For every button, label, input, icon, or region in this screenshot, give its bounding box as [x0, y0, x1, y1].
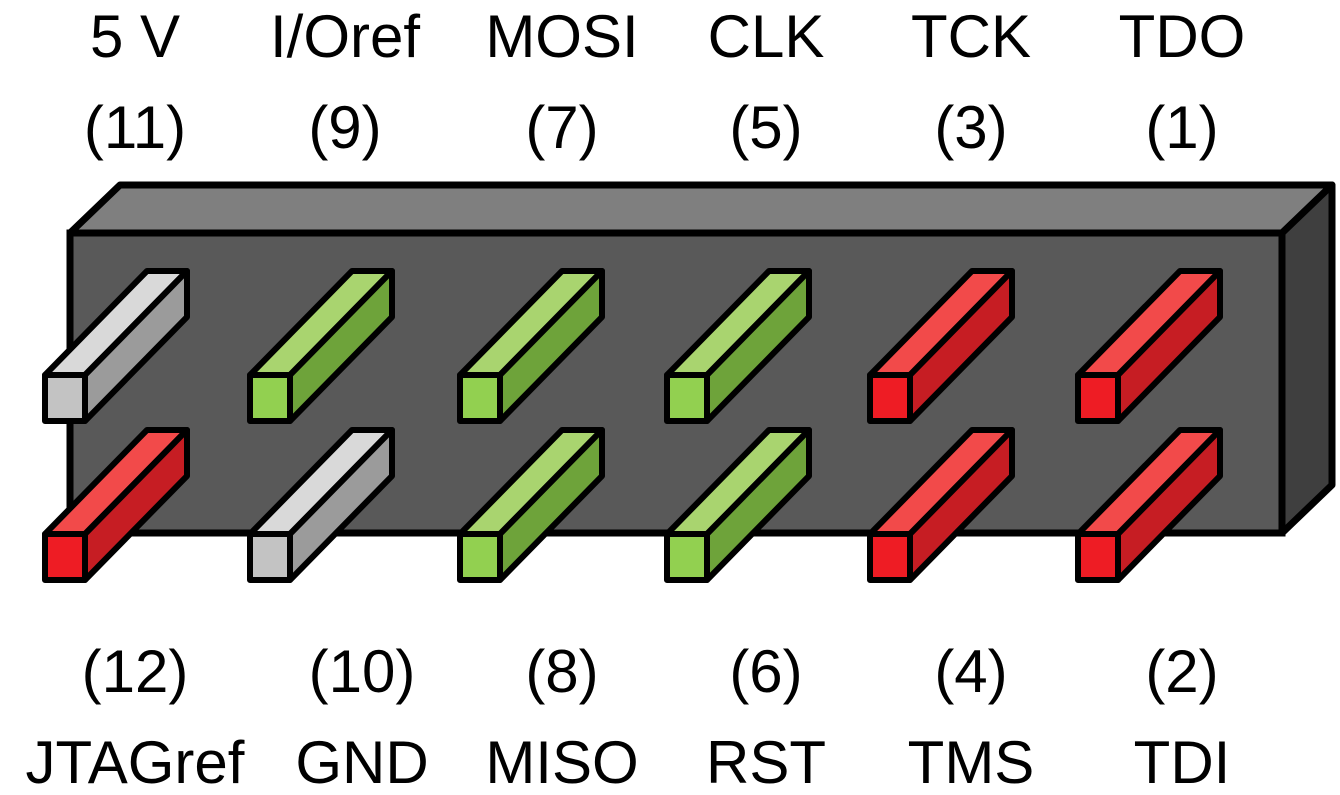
- pin-bottom-4: [664, 427, 812, 583]
- pin-label-bottom-5-name: TMS: [908, 729, 1035, 795]
- pin-label-bottom-5-number: (4): [934, 638, 1007, 705]
- pin-front-face: [42, 372, 88, 424]
- pin-front-face: [457, 531, 503, 583]
- pin-label-top-4-number: (5): [729, 94, 802, 161]
- pin-label-bottom-3-number: (8): [525, 638, 598, 705]
- pin-front-face: [867, 531, 913, 583]
- pin-label-bottom-2-name: GND: [295, 729, 428, 795]
- pin-label-bottom-1-number: (12): [82, 638, 189, 705]
- pin-top-1: [42, 268, 190, 424]
- pin-label-top-3-name: MOSI: [485, 3, 638, 70]
- pin-label-top-6-name: TDO: [1119, 3, 1246, 70]
- top-labels: 5 V (11) I/Oref (9) MOSI (7) CLK (5) TCK…: [84, 3, 1245, 161]
- pin-bottom-5: [867, 427, 1015, 583]
- pin-front-face: [1075, 531, 1121, 583]
- pin-top-4: [664, 268, 812, 424]
- pin-label-bottom-6-number: (2): [1145, 638, 1218, 705]
- pin-label-bottom-4-name: RST: [706, 729, 826, 795]
- pin-label-top-3-number: (7): [525, 94, 598, 161]
- pin-bottom-1: [42, 427, 190, 583]
- pin-front-face: [457, 372, 503, 424]
- pin-label-top-1-number: (11): [84, 94, 186, 161]
- pin-label-top-5-name: TCK: [911, 3, 1031, 70]
- pin-front-face: [42, 531, 88, 583]
- pin-top-3: [457, 268, 605, 424]
- pin-label-top-2-number: (9): [308, 94, 381, 161]
- pin-bottom-3: [457, 427, 605, 583]
- pin-bottom-2: [247, 427, 395, 583]
- pin-label-bottom-3-name: MISO: [485, 729, 638, 795]
- pin-label-top-2-name: I/Oref: [270, 3, 420, 70]
- pin-front-face: [1075, 372, 1121, 424]
- pin-label-bottom-2-number: (10): [309, 638, 416, 705]
- bottom-labels: (12) JTAGref (10) GND (8) MISO (6) RST (…: [26, 638, 1231, 795]
- pin-front-face: [247, 372, 293, 424]
- pin-label-top-5-number: (3): [934, 94, 1007, 161]
- pin-label-bottom-1-name: JTAGref: [26, 729, 245, 795]
- pin-label-top-1-name: 5 V: [90, 3, 180, 70]
- pin-front-face: [247, 531, 293, 583]
- pin-label-top-6-number: (1): [1145, 94, 1218, 161]
- pin-front-face: [664, 531, 710, 583]
- pin-front-face: [664, 372, 710, 424]
- pin-bottom-6: [1075, 427, 1223, 583]
- housing-top-face: [66, 181, 1336, 237]
- housing-side-face: [1278, 181, 1336, 537]
- pin-top-2: [247, 268, 395, 424]
- pin-front-face: [867, 372, 913, 424]
- pin-label-bottom-4-number: (6): [729, 638, 802, 705]
- pin-top-5: [867, 268, 1015, 424]
- pin-array: [42, 268, 1223, 583]
- pin-top-6: [1075, 268, 1223, 424]
- pin-label-top-4-name: CLK: [708, 3, 825, 70]
- pin-label-bottom-6-name: TDI: [1134, 729, 1231, 795]
